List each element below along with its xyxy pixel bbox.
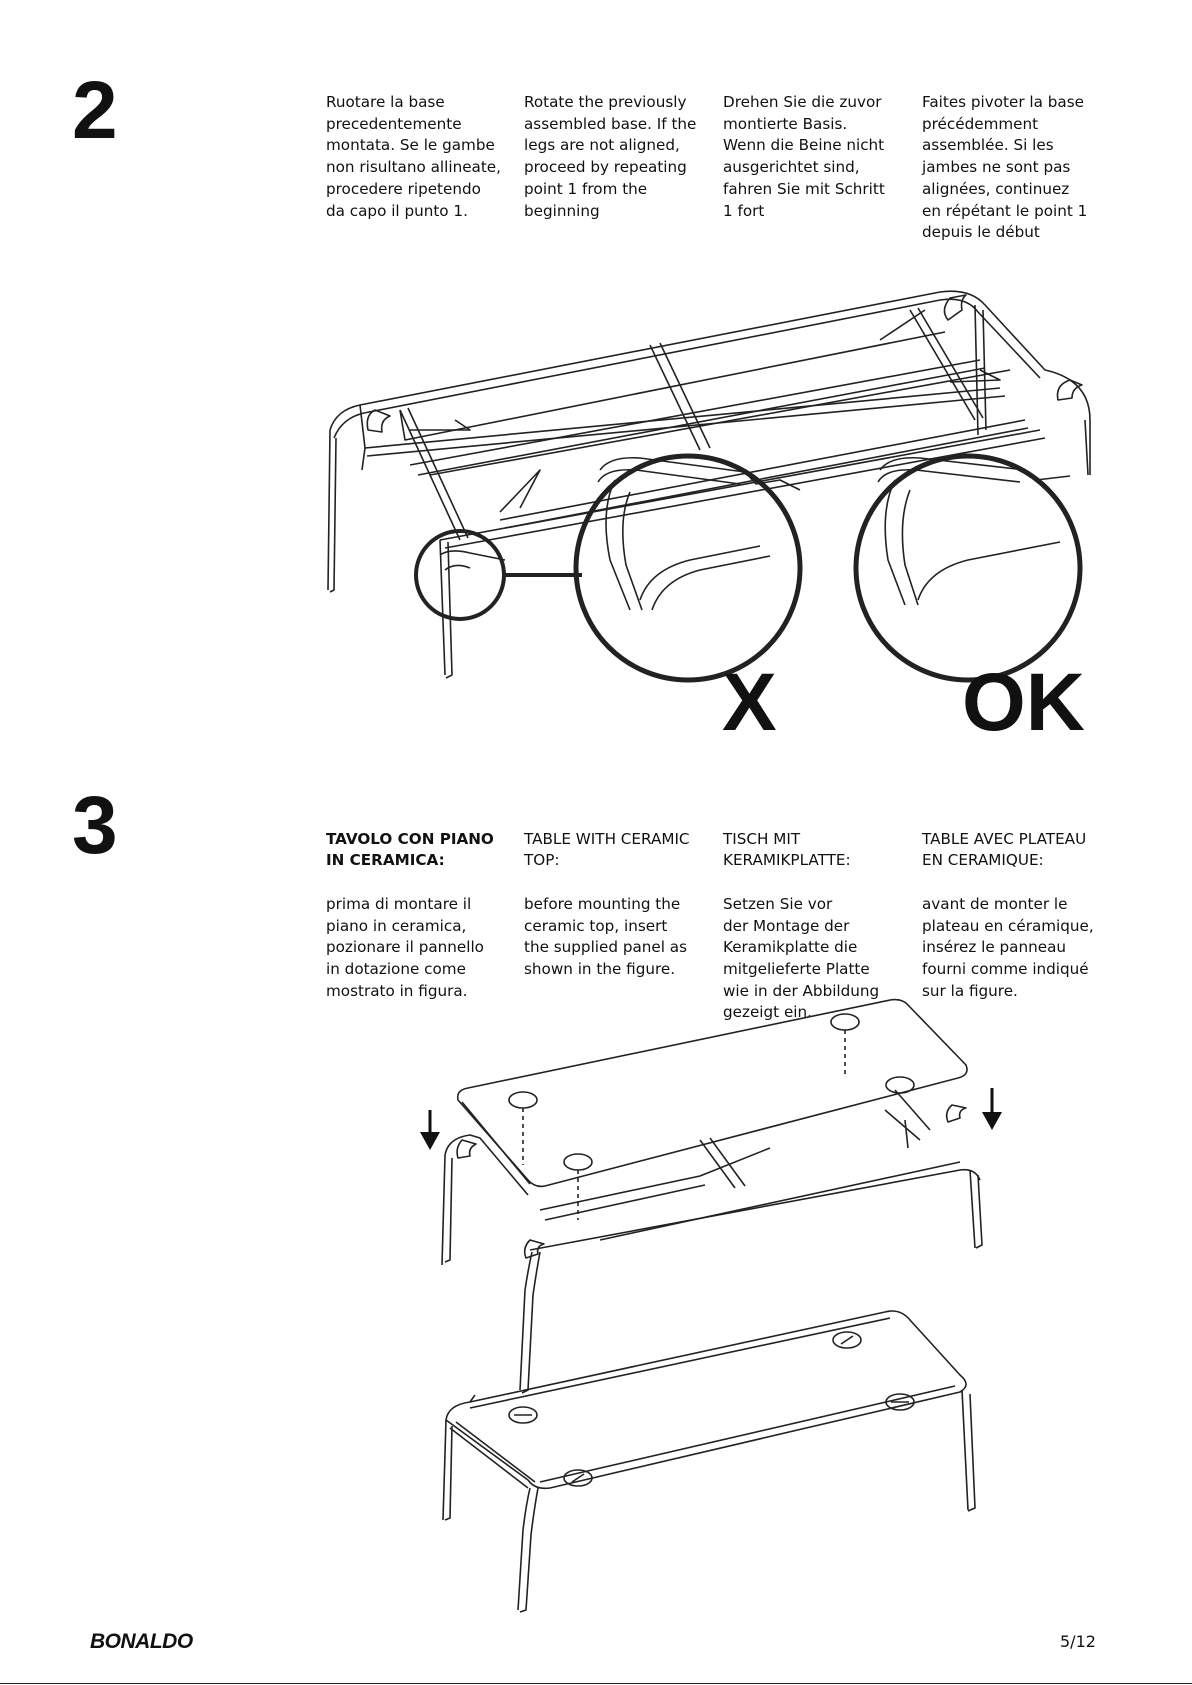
assembled-table (442, 1310, 976, 1613)
step-3-body-en: before mounting the ceramic top, insert … (524, 894, 688, 978)
ceramic-top-panel (456, 998, 968, 1188)
step-2-base-illustration: X OK (327, 290, 1091, 748)
brand-logo: BONALDO (90, 1630, 193, 1653)
step-3-number: 3 (72, 780, 118, 871)
down-arrow-right-icon (982, 1088, 1002, 1130)
correct-mark: OK (962, 657, 1085, 748)
step-3-body-it: prima di montare il piano in ceramica, p… (326, 894, 484, 1000)
step-3-panel-illustration (420, 998, 1002, 1613)
step-3-heading-en: TABLE WITH CERAMIC TOP: (524, 829, 690, 870)
step-3-text-fr: TABLE AVEC PLATEAU EN CERAMIQUE: avant d… (922, 807, 1112, 1002)
wrong-mark: X (722, 657, 777, 748)
step-3-heading-de: TISCH MIT KERAMIKPLATTE: (723, 829, 851, 870)
page-bottom-rule (0, 1683, 1192, 1684)
step-3-body-fr: avant de monter le plateau en céramique,… (922, 894, 1094, 1000)
step-2-number: 2 (72, 65, 118, 156)
step-3-text-de: TISCH MIT KERAMIKPLATTE: Setzen Sie vor … (723, 807, 913, 1024)
step-3-text-it: TAVOLO CON PIANO IN CERAMICA: prima di m… (326, 807, 516, 1002)
step-3-heading-it: TAVOLO CON PIANO IN CERAMICA: (326, 829, 494, 870)
step-3-text-en: TABLE WITH CERAMIC TOP: before mounting … (524, 807, 714, 981)
down-arrow-left-icon (420, 1110, 440, 1150)
step-2-text-en: Rotate the previously assembled base. If… (524, 93, 697, 220)
step-2-text-fr: Faites pivoter la base précédemment asse… (922, 93, 1088, 242)
step-2-text-de: Drehen Sie die zuvor montierte Basis. We… (723, 93, 885, 220)
step-2-text-it: Ruotare la base precedentemente montata.… (326, 93, 501, 220)
step-3-heading-fr: TABLE AVEC PLATEAU EN CERAMIQUE: (922, 829, 1087, 870)
page-number: 5/12 (1060, 1632, 1096, 1651)
step-3-body-de: Setzen Sie vor der Montage der Keramikpl… (723, 894, 880, 1022)
